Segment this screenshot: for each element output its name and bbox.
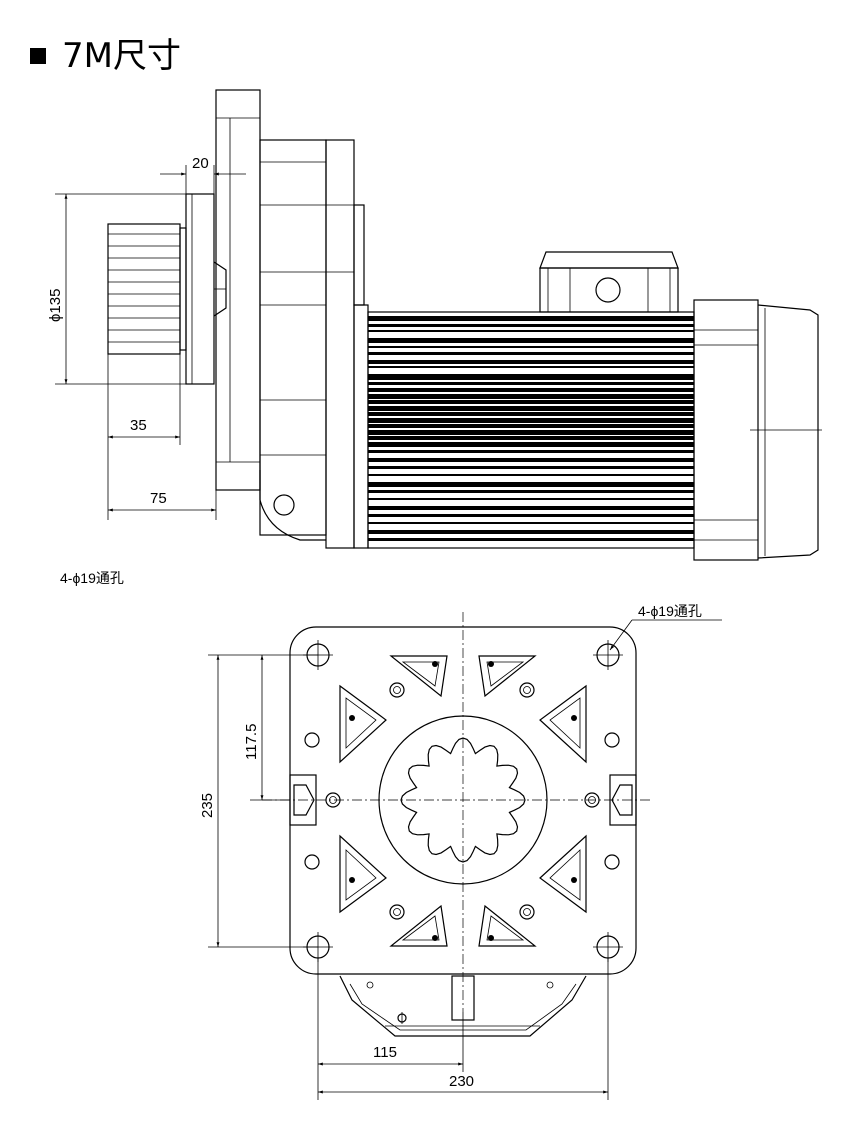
dim-text-230: 230 bbox=[449, 1073, 474, 1090]
page-title-text: 7M尺寸 bbox=[62, 36, 181, 76]
dim-text-20: 20 bbox=[192, 155, 209, 172]
dimension-height: 235 bbox=[199, 654, 318, 948]
flange-disc bbox=[185, 193, 215, 385]
triangular-ribs bbox=[339, 655, 587, 947]
dim-text-75: 75 bbox=[150, 490, 167, 507]
dimension-length-35: 35 bbox=[107, 354, 181, 520]
page-title: 7M尺寸 bbox=[30, 30, 181, 82]
dim-text-35: 35 bbox=[130, 417, 147, 434]
square-bullet-icon bbox=[30, 48, 46, 64]
dim-text-117-5: 117.5 bbox=[243, 724, 260, 760]
dimension-width: 230 bbox=[318, 958, 609, 1100]
front-view: 117.5 235 115 230 4-ϕ19通孔 bbox=[199, 603, 722, 1100]
fan-cover bbox=[693, 299, 822, 561]
dimension-width-20: 20 bbox=[160, 155, 246, 194]
pulley-gear bbox=[107, 223, 187, 355]
spline-bore bbox=[400, 737, 526, 863]
front-hole-note-text: 4-ϕ19通孔 bbox=[638, 603, 702, 619]
dimension-diameter-135: ϕ135 bbox=[47, 193, 186, 385]
central-boss bbox=[378, 715, 548, 885]
dimension-half-height: 117.5 bbox=[243, 654, 318, 801]
dim-text-115: 115 bbox=[373, 1044, 397, 1061]
dimension-length-75: 75 bbox=[108, 490, 217, 520]
dim-text-135: ϕ135 bbox=[47, 289, 64, 322]
gearbox-housing bbox=[215, 89, 365, 549]
side-view: 20 ϕ135 35 75 4-ϕ19通孔 bbox=[47, 89, 822, 586]
junction-box bbox=[539, 251, 679, 313]
small-holes bbox=[304, 682, 620, 920]
motor-body bbox=[353, 304, 695, 549]
dimension-half-width: 115 bbox=[317, 958, 464, 1100]
dim-text-235: 235 bbox=[199, 793, 216, 818]
side-hole-note: 4-ϕ19通孔 bbox=[60, 570, 124, 586]
front-hole-note: 4-ϕ19通孔 bbox=[609, 603, 722, 651]
